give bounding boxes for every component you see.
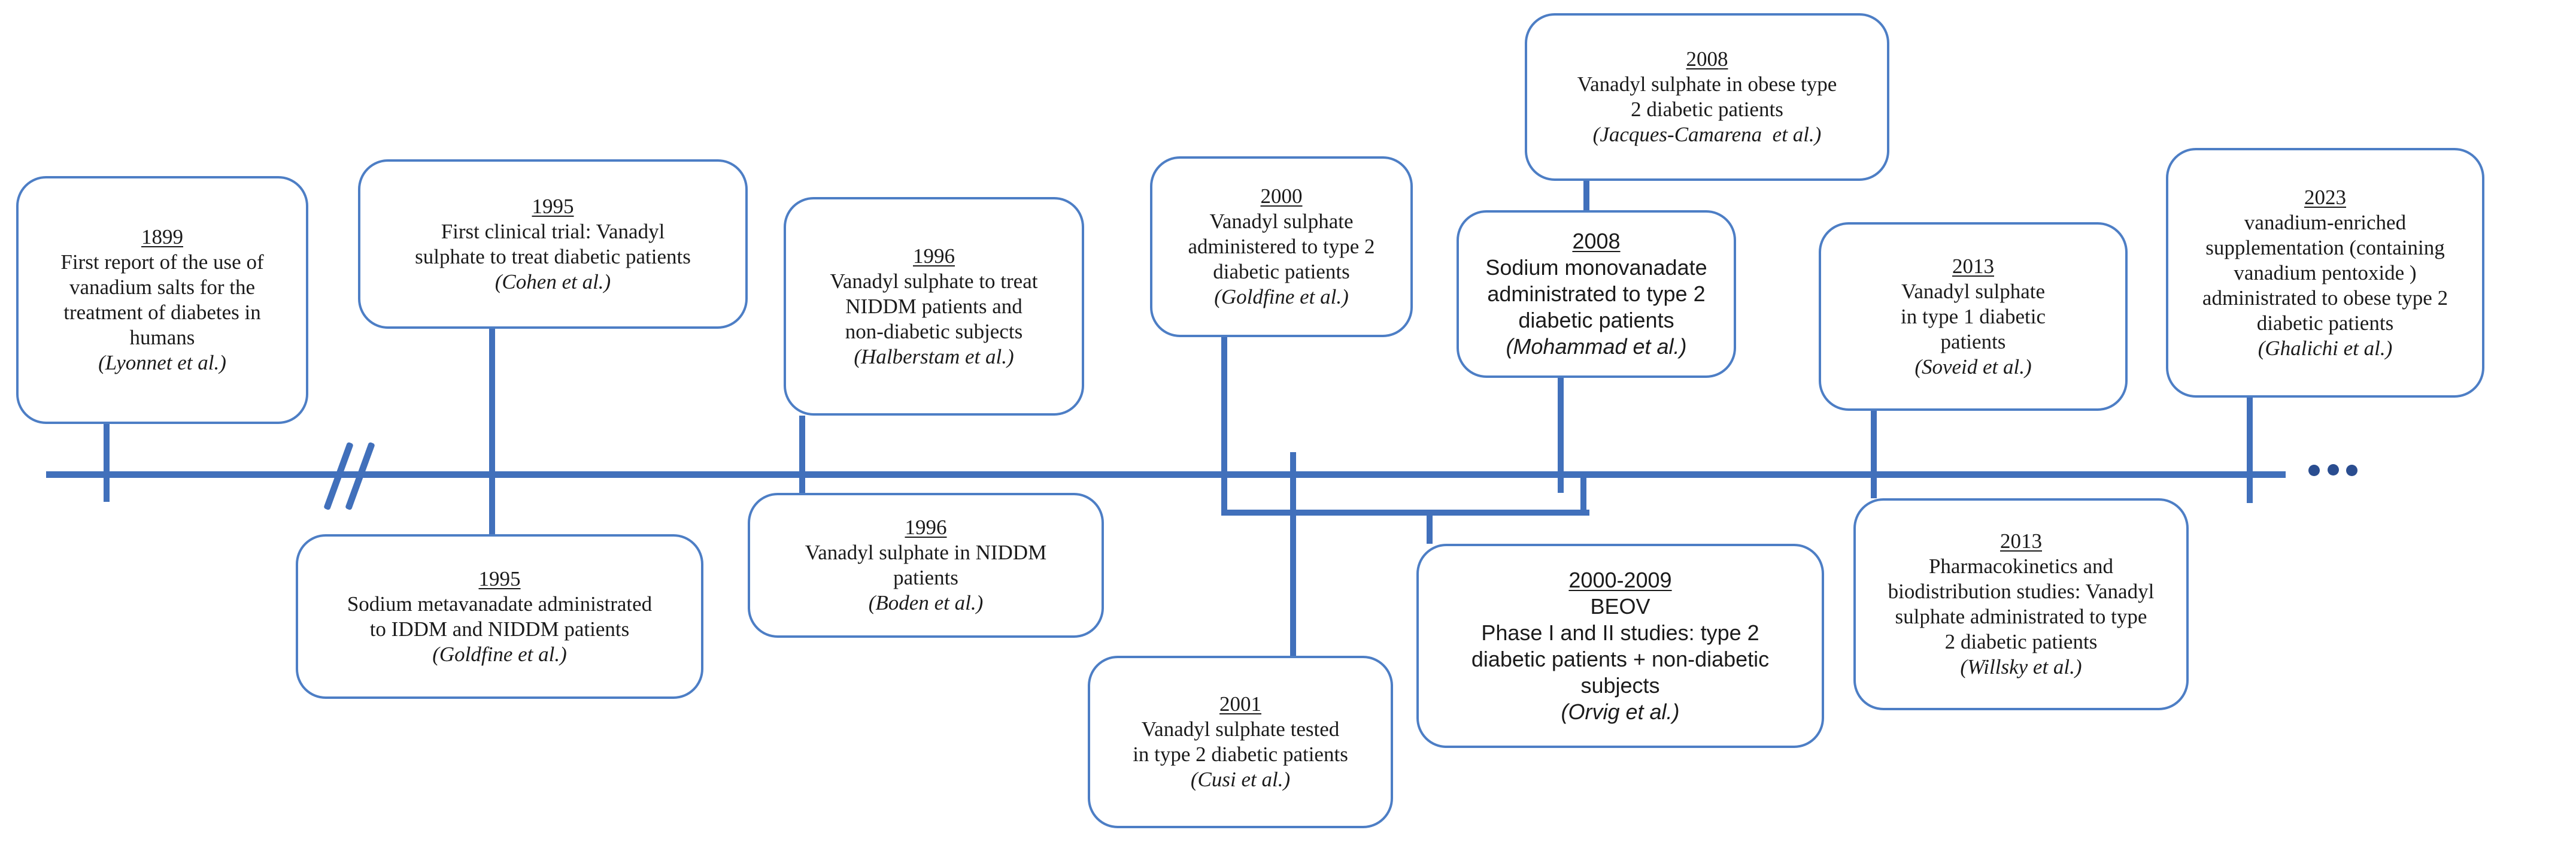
event-box-2001-cusi: 2001 Vanadyl sulphate tested in type 2 d… <box>1088 656 1393 828</box>
event-year: 2001 <box>1219 692 1261 716</box>
event-citation: (Orvig et al.) <box>1561 699 1680 724</box>
connector-orvig-drop <box>1427 514 1433 544</box>
connector-2008-mohammad <box>1558 378 1564 493</box>
event-body: Sodium metavanadate administrated to IDD… <box>347 592 653 641</box>
event-box-2008-mohammad: 2008 Sodium monovanadate administrated t… <box>1457 210 1736 378</box>
event-box-2008-jacques-camarena: 2008 Vanadyl sulphate in obese type 2 di… <box>1525 13 1889 181</box>
event-body: First report of the use of vanadium salt… <box>60 250 264 349</box>
event-box-2013-willsky: 2013 Pharmacokinetics and biodistributio… <box>1853 498 2189 710</box>
ellipsis-dot <box>2328 464 2339 475</box>
event-body: Sodium monovanadate administrated to typ… <box>1485 255 1707 332</box>
event-year: 2008 <box>1686 47 1728 71</box>
event-box-2000-goldfine: 2000 Vanadyl sulphate administered to ty… <box>1150 156 1413 337</box>
event-year: 2013 <box>2000 529 2042 553</box>
connector-2023 <box>2247 398 2253 503</box>
event-year: 1996 <box>913 244 955 268</box>
connector-elbow-riser <box>1580 476 1586 512</box>
event-box-2013-soveid: 2013 Vanadyl sulphate in type 1 diabetic… <box>1819 222 2128 411</box>
connector-2008-jacques <box>1583 181 1589 210</box>
event-year: 1899 <box>141 225 183 249</box>
connector-1996 <box>799 416 805 493</box>
event-year: 2013 <box>1952 254 1994 278</box>
event-year: 1995 <box>478 567 521 590</box>
event-citation: (Cusi et al.) <box>1190 768 1291 791</box>
event-citation: (Ghalichi et al.) <box>2258 336 2393 360</box>
event-citation: (Willsky et al.) <box>1960 655 2082 679</box>
event-body: Vanadyl sulphate in NIDDM patients <box>805 541 1047 589</box>
event-body: Vanadyl sulphate in type 1 diabetic pati… <box>1900 279 2046 353</box>
connector-1995 <box>489 329 495 534</box>
event-citation: (Mohammad et al.) <box>1506 334 1687 359</box>
event-citation: (Boden et al.) <box>868 591 984 614</box>
event-body: First clinical trial: Vanadyl sulphate t… <box>415 219 691 268</box>
event-box-1995-cohen: 1995 First clinical trial: Vanadyl sulph… <box>358 159 748 329</box>
event-citation: (Cohen et al.) <box>494 269 611 293</box>
event-body: Vanadyl sulphate in obese type 2 diabeti… <box>1577 72 1837 121</box>
event-year: 2000 <box>1260 184 1303 208</box>
event-year: 2000-2009 <box>1568 567 1672 592</box>
event-citation: (Lyonnet et al.) <box>98 351 226 374</box>
event-citation: (Goldfine et al.) <box>432 642 567 666</box>
event-body: Pharmacokinetics and biodistribution stu… <box>1888 555 2155 653</box>
event-year: 2023 <box>2304 185 2346 209</box>
event-citation: (Halberstam et al.) <box>854 344 1014 368</box>
event-body: Phase I and II studies: type 2 diabetic … <box>1471 620 1770 698</box>
event-box-2000-2009-orvig: 2000-2009 BEOV Phase I and II studies: t… <box>1416 544 1824 748</box>
event-citation: (Goldfine et al.) <box>1214 285 1349 308</box>
event-year: 1995 <box>532 194 574 218</box>
event-year: 2008 <box>1572 229 1621 253</box>
event-body: vanadium-enriched supplementation (conta… <box>2202 210 2448 335</box>
event-body: Vanadyl sulphate to treat NIDDM patients… <box>830 269 1038 343</box>
connector-2001 <box>1290 452 1296 656</box>
ellipsis-dot <box>2346 465 2357 476</box>
event-body: Vanadyl sulphate tested in type 2 diabet… <box>1133 717 1348 766</box>
connector-2000 <box>1221 337 1227 514</box>
timeline-line <box>46 471 2286 478</box>
connector-2013 <box>1871 411 1877 498</box>
event-box-1899-lyonnet: 1899 First report of the use of vanadium… <box>16 176 308 424</box>
event-box-1995-goldfine: 1995 Sodium metavanadate administrated t… <box>296 534 703 699</box>
event-subtitle: BEOV <box>1590 593 1650 619</box>
event-box-1996-boden: 1996 Vanadyl sulphate in NIDDM patients … <box>748 493 1104 638</box>
event-box-1996-halberstam: 1996 Vanadyl sulphate to treat NIDDM pat… <box>784 197 1084 416</box>
event-citation: (Jacques-Camarena et al.) <box>1592 123 1822 146</box>
connector-1899 <box>104 424 110 502</box>
event-citation: (Soveid et al.) <box>1914 355 2032 378</box>
event-box-2023-ghalichi: 2023 vanadium-enriched supplementation (… <box>2166 148 2484 398</box>
event-year: 1996 <box>905 516 947 539</box>
connector-elbow-horizontal <box>1221 510 1589 516</box>
event-body: Vanadyl sulphate administered to type 2 … <box>1188 210 1375 283</box>
ellipsis-dot <box>2308 465 2320 476</box>
